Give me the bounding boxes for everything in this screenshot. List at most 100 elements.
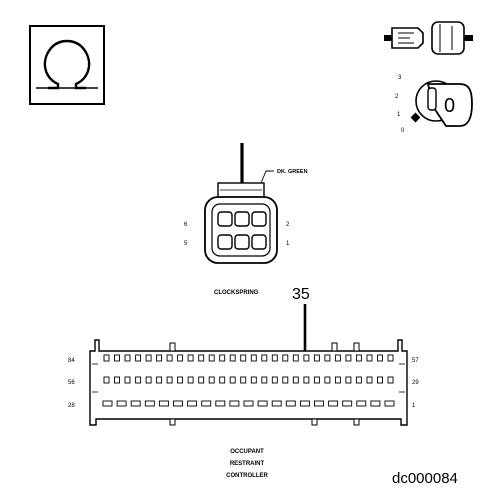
controller-pin-57: 57 — [412, 358, 419, 364]
ohmmeter-symbol — [29, 25, 105, 105]
controller-cavity — [324, 376, 331, 384]
controller-cavity — [366, 354, 373, 362]
controller-cavity — [328, 400, 339, 407]
controller-cavity — [135, 354, 142, 362]
controller-pin-56: 56 — [68, 380, 75, 386]
controller-cavity — [285, 400, 296, 407]
controller-cavity — [229, 400, 240, 407]
controller-cavity — [198, 376, 205, 384]
controller-connector — [89, 339, 408, 426]
controller-cavity — [201, 400, 212, 407]
controller-cavity — [177, 376, 184, 384]
controller-cavity — [271, 400, 282, 407]
clockspring-pin-6: 6 — [184, 222, 188, 228]
controller-cavity — [250, 376, 257, 384]
controller-cavity — [114, 354, 120, 362]
controller-cavity — [342, 400, 353, 407]
controller-cavity — [355, 354, 362, 362]
controller-cavity — [387, 376, 394, 384]
ignition-switch: 3 2 1 0 0 — [395, 75, 473, 134]
controller-cavity — [208, 376, 215, 384]
controller-cavity — [124, 376, 131, 384]
controller-cavity — [303, 354, 310, 362]
controller-label-line-3: CONTROLLER — [226, 473, 268, 479]
ohm-icon — [36, 39, 98, 90]
controller-cavity — [271, 376, 278, 384]
clockspring-connector: 6 5 2 1 — [184, 182, 290, 264]
controller-cavity — [229, 376, 236, 384]
controller-cavity — [208, 354, 215, 362]
controller-cavity — [366, 376, 373, 384]
clockspring-cavity — [234, 211, 250, 227]
ohmmeter-frame — [29, 25, 105, 105]
controller-cavity — [282, 376, 289, 384]
controller-cavity — [240, 354, 247, 362]
ignition-key-icon — [410, 80, 473, 127]
controller-cavity — [124, 354, 131, 362]
controller-cavity — [314, 400, 324, 407]
clockspring-cavity — [234, 234, 250, 250]
controller-cavity — [243, 400, 254, 407]
controller-cavity — [215, 400, 226, 407]
controller-cavity — [313, 376, 320, 384]
controller-cavity — [292, 354, 299, 362]
controller-label-line-1: OCCUPANT — [230, 449, 264, 455]
controller-cavity — [299, 400, 310, 407]
controller-cavity — [303, 376, 310, 384]
controller-cavity — [156, 376, 163, 384]
controller-cavity — [370, 400, 381, 407]
controller-cavity — [156, 354, 163, 362]
clockspring-cavity — [217, 211, 233, 227]
controller-cavity — [271, 354, 278, 362]
ignition-position-0: 0 — [401, 128, 405, 134]
ignition-position-1: 1 — [397, 112, 401, 118]
controller-cavity — [173, 400, 183, 407]
controller-cavity — [187, 354, 194, 362]
clockspring-pin-1: 1 — [286, 241, 290, 247]
controller-cavity — [355, 376, 362, 384]
controller-cavity — [377, 354, 383, 362]
wire-color-callout: DK. GREEN — [258, 169, 308, 189]
controller-cavity — [345, 376, 352, 384]
controller-cavity — [187, 376, 194, 384]
clockspring-pin-2: 2 — [286, 222, 290, 228]
clockspring-cavity — [217, 234, 233, 250]
ignition-position-3: 3 — [398, 75, 402, 81]
clockspring-cavity — [251, 234, 267, 250]
controller-pin-28: 28 — [68, 403, 75, 409]
controller-cavity — [144, 400, 155, 407]
controller-cavity — [198, 354, 205, 362]
controller-cavity — [145, 376, 152, 384]
controller-cavity — [324, 354, 331, 362]
controller-cavity — [102, 400, 113, 407]
controller-cavity — [166, 376, 173, 384]
clockspring-label: CLOCKSPRING — [214, 290, 259, 296]
clockspring-pin-5: 5 — [184, 241, 188, 247]
wire-color-label: DK. GREEN — [277, 169, 308, 175]
controller-cavity — [334, 376, 341, 384]
disconnected-connector-icon — [384, 21, 473, 55]
controller-pin-84: 84 — [68, 358, 75, 364]
controller-cavity — [282, 354, 289, 362]
controller-cavity — [377, 376, 383, 384]
controller-cavity — [219, 354, 226, 362]
ignition-position-2: 2 — [395, 94, 399, 100]
controller-cavity — [130, 400, 141, 407]
controller-cavity — [103, 354, 110, 362]
controller-cavity — [292, 376, 299, 384]
controller-pin-1: 1 — [412, 403, 416, 409]
controller-cavity — [158, 400, 169, 407]
controller-cavity — [356, 400, 367, 407]
controller-cavity — [384, 400, 395, 407]
controller-cavity — [313, 354, 320, 362]
controller-cavity — [257, 400, 268, 407]
controller-cavity — [145, 354, 152, 362]
controller-cavity — [166, 354, 173, 362]
controller-pin-grid — [102, 354, 395, 407]
controller-cavity — [135, 376, 142, 384]
controller-cavity — [345, 354, 352, 362]
controller-cavity — [261, 354, 268, 362]
pin-callout: 35 — [292, 286, 310, 303]
controller-cavity — [219, 376, 226, 384]
